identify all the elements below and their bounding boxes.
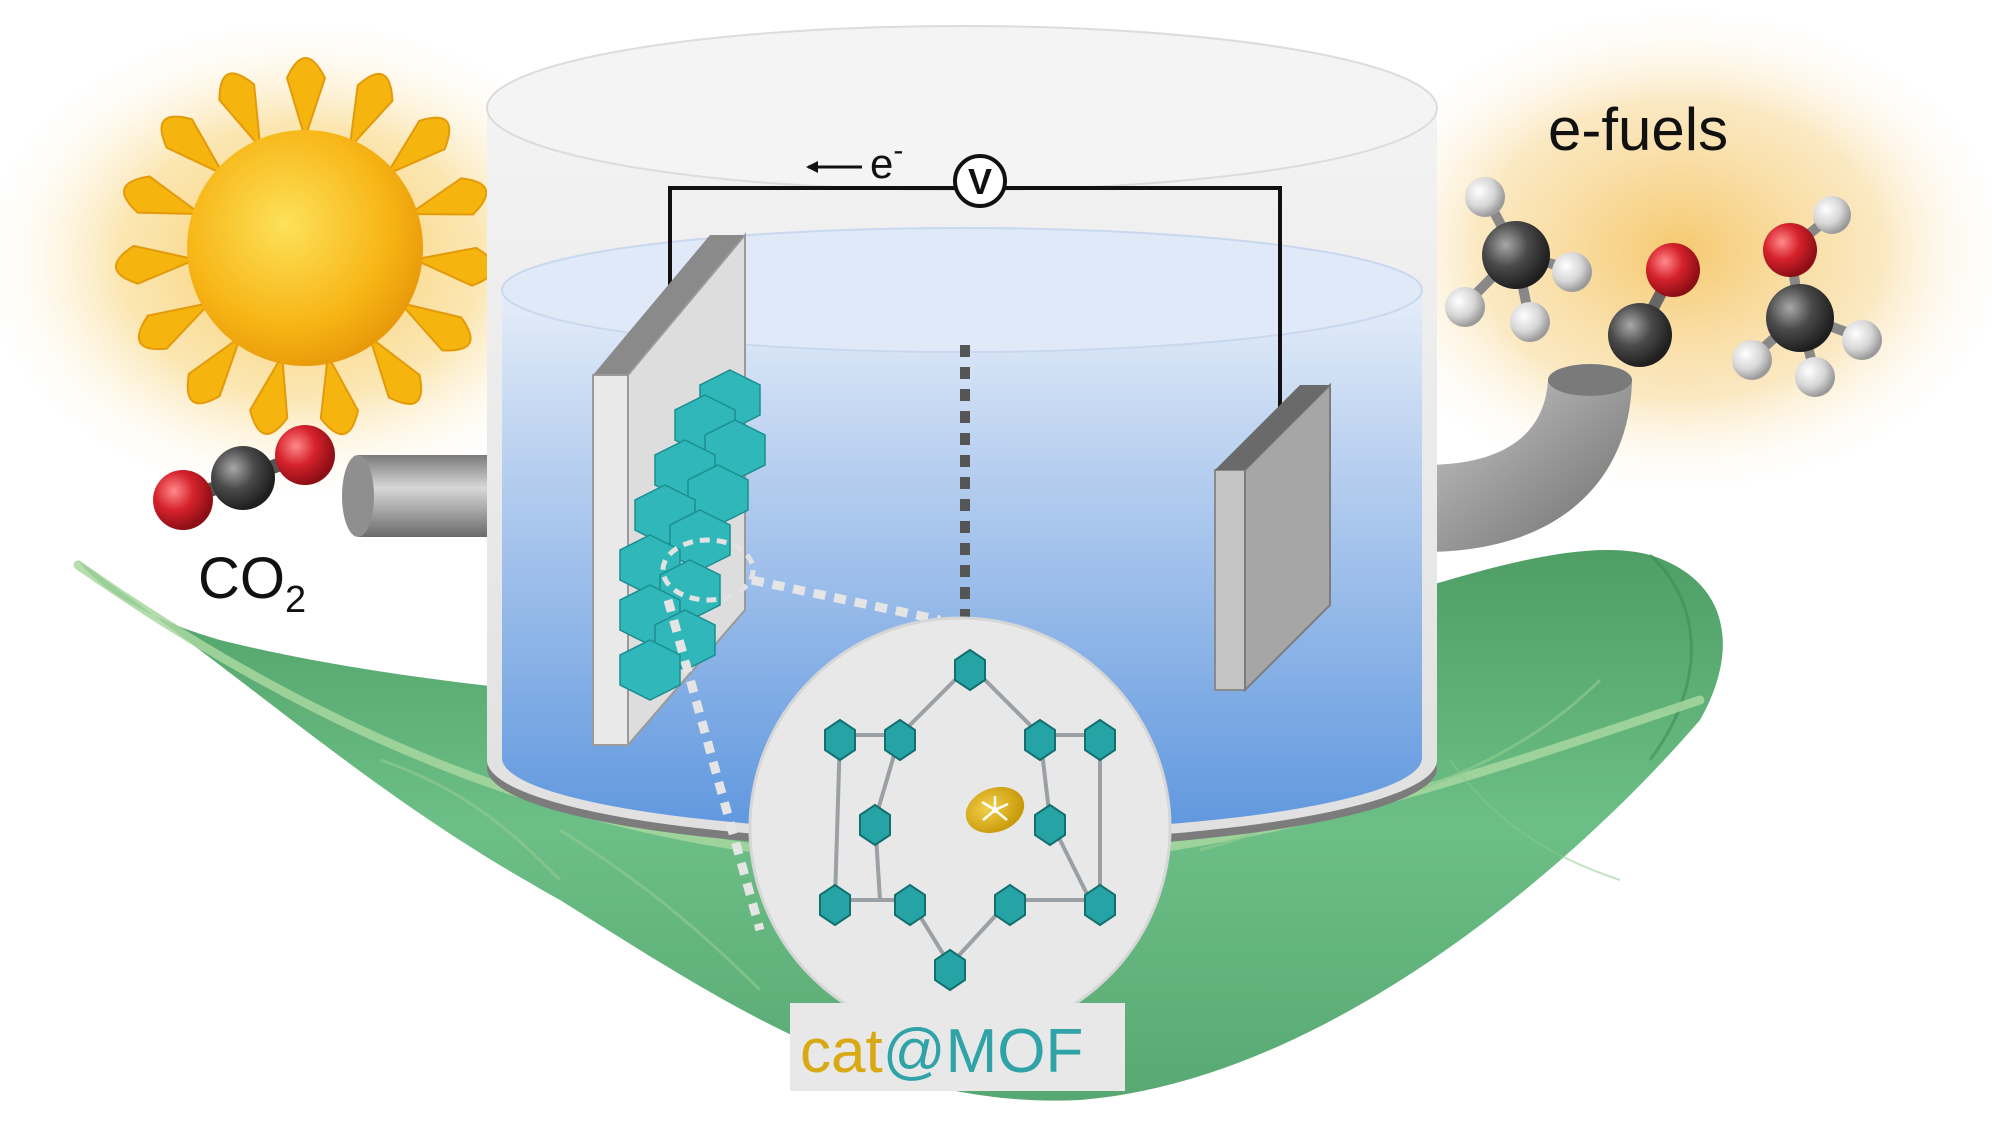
methanol-molecule-icon <box>1732 196 1882 397</box>
svg-text:e-: e- <box>870 134 903 187</box>
svg-text:cat@MOF: cat@MOF <box>800 1017 1083 1086</box>
inlet-pipe <box>342 455 498 537</box>
voltmeter-icon: V <box>953 154 1007 208</box>
catalyst-icon <box>965 786 1025 834</box>
zoom-highlight <box>660 537 756 603</box>
zoom-connectors <box>663 575 941 932</box>
catalyst-label: cat <box>800 1017 883 1086</box>
mof-structure-icon <box>748 616 1172 1040</box>
external-circuit <box>668 186 1282 422</box>
material-label: cat@MOF <box>790 1003 1125 1091</box>
co2-label: CO2 <box>198 546 306 621</box>
product-label: e-fuels <box>1548 96 1728 163</box>
sun-icon <box>115 57 495 436</box>
voltmeter-label: V <box>968 161 992 202</box>
co-molecule-icon <box>1608 243 1700 367</box>
mof-film <box>619 369 766 701</box>
co2-molecule-icon <box>153 425 335 530</box>
counter-electrode-icon <box>1214 382 1331 693</box>
electron-flow: e- <box>806 134 903 187</box>
mof-label: @MOF <box>883 1017 1084 1086</box>
methane-molecule-icon <box>1445 177 1592 342</box>
outlet-pipe <box>1425 364 1632 552</box>
